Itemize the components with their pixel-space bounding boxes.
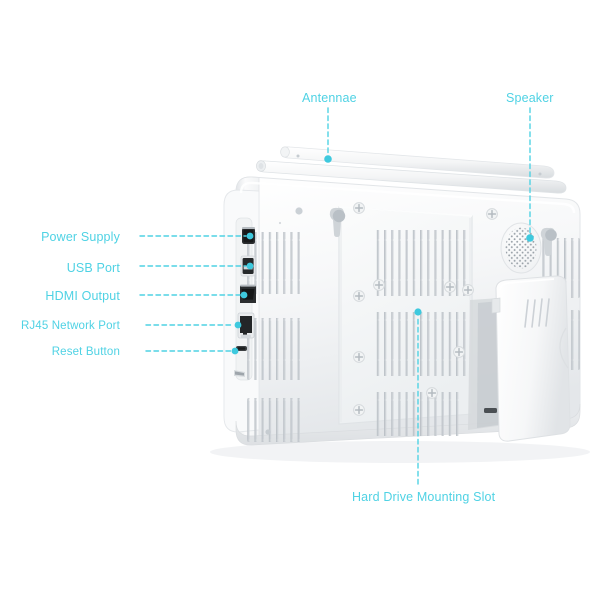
callout-label-reset-button: Reset Button [51, 346, 120, 358]
mount-dot-bottom [265, 429, 271, 435]
speaker-grille [500, 222, 542, 274]
port-hdmi [240, 284, 256, 303]
callout-label-antennae: Antennae [302, 91, 357, 105]
port-rj45 [237, 312, 255, 339]
port-usb [240, 255, 256, 277]
port-reset-button [236, 346, 247, 351]
callout-label-rj45-network-port: RJ45 Network Port [20, 320, 120, 332]
callout-label-usb-port: USB Port [66, 261, 120, 275]
callout-label-speaker: Speaker [506, 91, 554, 105]
indicator-dot [278, 221, 282, 225]
kickstand [468, 275, 571, 442]
callout-label-hard-drive-mounting-slot: Hard Drive Mounting Slot [352, 490, 496, 504]
antenna-bar-lower [256, 160, 567, 194]
callout-label-power-supply: Power Supply [41, 230, 120, 244]
antenna-bar-upper [280, 146, 555, 179]
port-card-slot [234, 370, 245, 377]
phillips-screws [353, 202, 498, 416]
port-power-supply [242, 227, 255, 244]
mount-dot-top [295, 207, 303, 215]
wall-mount-keyholes [329, 207, 557, 256]
device-ground-shadow [210, 441, 590, 463]
callout-label-hdmi-output: HDMI Output [45, 289, 120, 303]
